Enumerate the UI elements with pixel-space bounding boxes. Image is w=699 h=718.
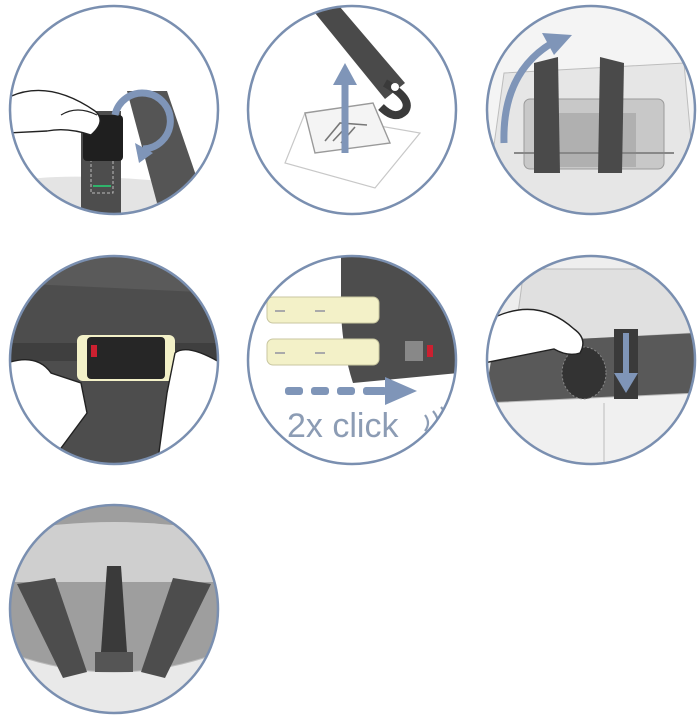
two-times-click-label: 2x click [287, 407, 399, 445]
step-4-illustration [7, 253, 221, 467]
step-7-illustration [7, 502, 221, 716]
step-5-illustration: 2x click [245, 253, 459, 467]
step-2-illustration [245, 3, 459, 217]
step-6-illustration [484, 253, 698, 467]
step-1-illustration [7, 3, 221, 217]
step-3-illustration [484, 3, 698, 217]
